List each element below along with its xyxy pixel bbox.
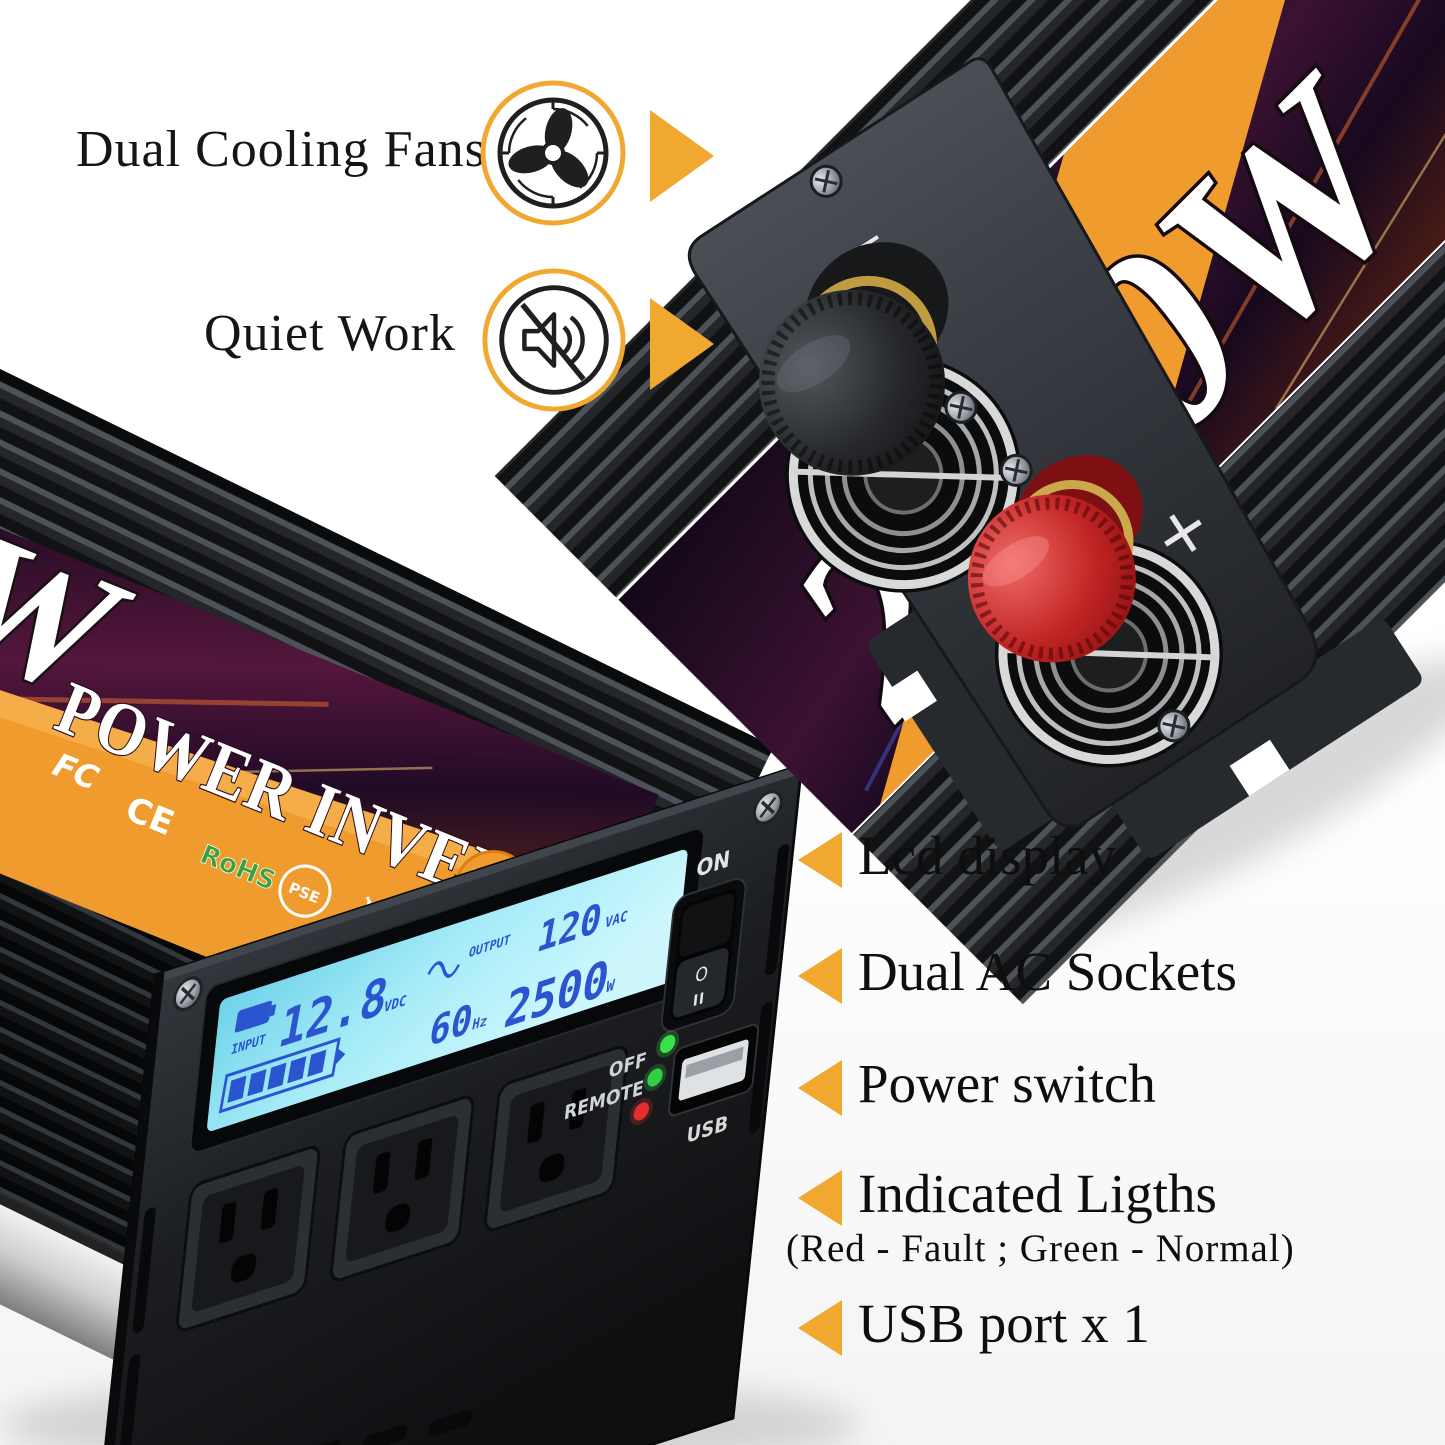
arrow-left-lights	[798, 1170, 842, 1226]
mute-speaker-icon	[482, 268, 626, 412]
negative-terminal	[759, 242, 949, 476]
green-led-1	[660, 1034, 676, 1054]
battery-icon	[234, 1000, 272, 1033]
lcd-display: INPUT 12.8 VDC OUTPUT	[189, 827, 705, 1154]
ac-outlet-2	[330, 1095, 475, 1282]
rear-terminal-plate: — +	[687, 57, 1422, 858]
sine-wave-icon	[427, 961, 461, 978]
front-inverter-unit: W POWER INVERTER FC CE RoHS PSE UK CA	[0, 330, 804, 1445]
feature-label-power-switch: Power switch	[858, 1053, 1156, 1114]
front-panel-screws	[173, 789, 783, 1012]
feature-label-lcd-display: Lcd display	[858, 825, 1117, 886]
arrow-left-sockets	[798, 948, 842, 1004]
arrow-left-usb	[798, 1300, 842, 1356]
pse-mark-circle	[278, 864, 332, 918]
feature-label-indicated-lights: Indicated Ligths	[858, 1163, 1217, 1224]
power-switch-cluster: ON O II OFF REMOTE	[563, 846, 760, 1148]
vent-slots	[117, 843, 790, 1445]
red-led	[633, 1102, 649, 1121]
rocker-ii-mark: II	[692, 989, 706, 1010]
mounting-flange-left	[868, 609, 1055, 849]
battery-gauge	[218, 1037, 346, 1114]
arrow-right-fans	[650, 110, 714, 202]
mounting-flange-bottom	[1109, 620, 1422, 858]
ac-outlet-1	[176, 1145, 321, 1332]
feature-label-dual-ac-sockets: Dual AC Sockets	[858, 941, 1237, 1002]
ac-outlet-3	[484, 1045, 629, 1232]
rocker-switch: O II	[660, 877, 747, 1033]
green-led-2	[647, 1068, 663, 1087]
lcd-frequency-unit: Hz	[471, 1013, 489, 1035]
feature-label-usb-port: USB port x 1	[858, 1293, 1150, 1354]
arrow-right-quiet	[650, 298, 714, 390]
arrow-left-switch	[798, 1060, 842, 1116]
feature-sublabel-indicated-lights: (Red - Fault ; Green - Normal)	[786, 1227, 1295, 1270]
feature-label-dual-cooling-fans: Dual Cooling Fans	[76, 121, 486, 178]
indicator-lights	[629, 1030, 680, 1125]
usb-port: USB	[668, 1023, 760, 1148]
lcd-watts-unit: W	[605, 975, 616, 996]
positive-terminal	[967, 455, 1143, 663]
rocker-o-mark: O	[694, 962, 709, 988]
feature-label-quiet-work: Quiet Work	[204, 305, 456, 362]
arrow-left-lcd	[798, 832, 842, 888]
fan-icon	[480, 80, 626, 226]
front-control-panel: INPUT 12.8 VDC OUTPUT	[84, 762, 804, 1445]
